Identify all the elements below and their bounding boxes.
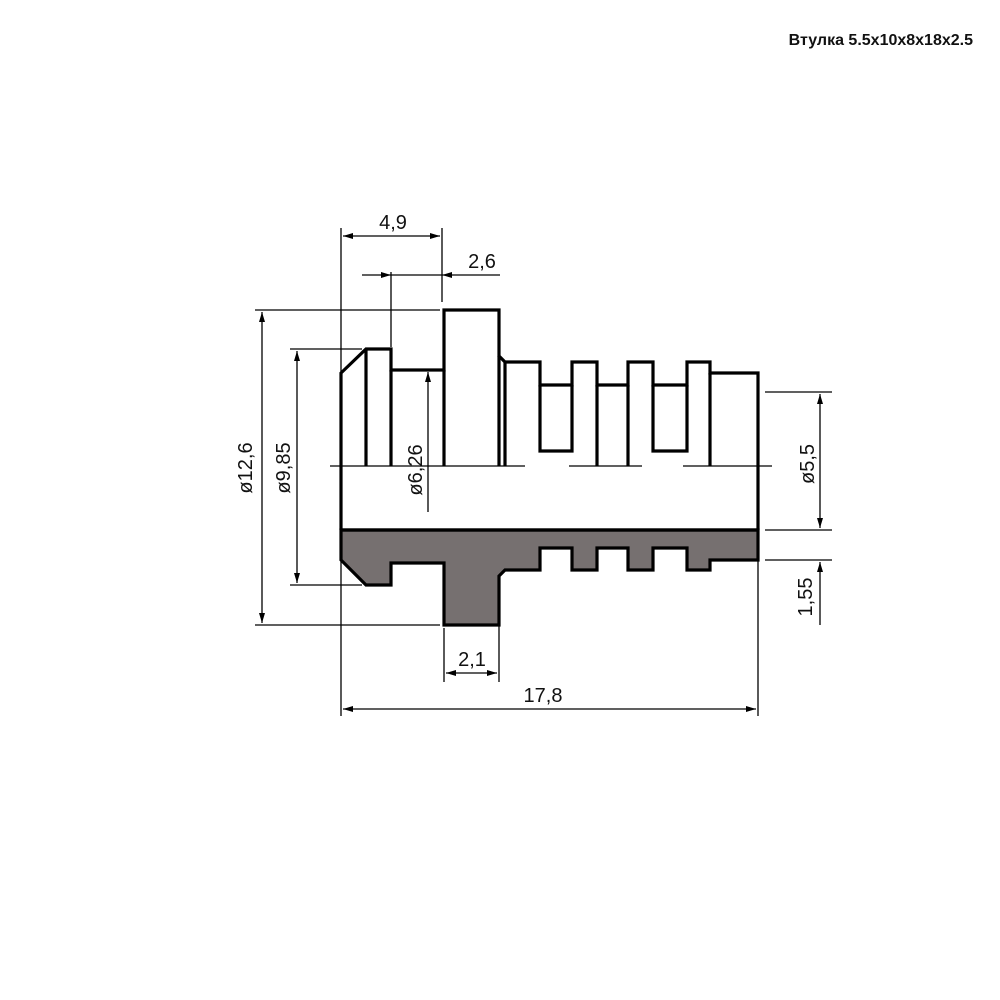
dimension-lines — [255, 228, 832, 716]
dim-d6-26: ø6,26 — [405, 444, 427, 495]
dim-2-6: 2,6 — [468, 251, 496, 273]
section-hatch — [339, 528, 760, 627]
dim-d9-85: ø9,85 — [273, 442, 295, 493]
dim-d5-5: ø5,5 — [797, 444, 819, 484]
dim-17-8: 17,8 — [524, 685, 563, 707]
dim-4-9: 4,9 — [379, 212, 407, 234]
drawing-title: Втулка 5.5x10x8x18x2.5 — [788, 32, 973, 49]
dim-d12-6: ø12,6 — [235, 442, 257, 493]
part-outline — [339, 308, 760, 530]
dim-1-55: 1,55 — [795, 578, 817, 617]
dim-2-1: 2,1 — [458, 649, 486, 671]
part-inner-lines — [341, 349, 758, 532]
